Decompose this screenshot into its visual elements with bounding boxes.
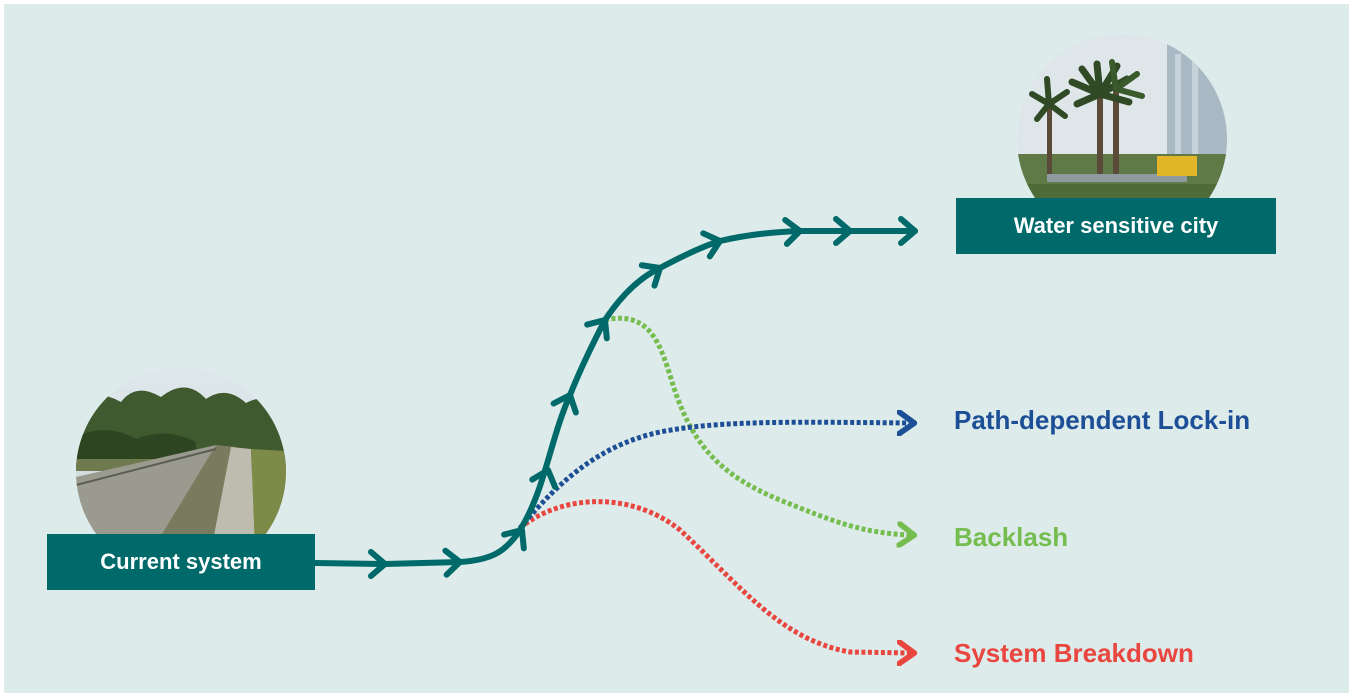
chevron-arrow-icon <box>700 230 723 260</box>
chevron-arrow-icon <box>833 216 853 246</box>
main-pathway-arrowheads <box>368 216 918 579</box>
chevron-arrow-icon <box>501 527 527 552</box>
chevron-arrow-icon <box>529 467 559 491</box>
chevron-arrow-icon <box>442 547 463 578</box>
chevron-arrow-icon <box>550 392 579 416</box>
chevron-arrow-icon <box>584 317 610 342</box>
outcome-backlash-label: Backlash <box>954 522 1069 552</box>
outcome-lockin-label: Path-dependent Lock-in <box>954 405 1251 435</box>
chevron-arrow-icon <box>898 216 918 246</box>
water-sensitive-city-label: Water sensitive city <box>1013 213 1219 238</box>
current-system-label: Current system <box>100 549 262 574</box>
chevron-arrow-icon <box>638 262 663 289</box>
water-sensitive-city-box: Water sensitive city <box>956 198 1276 254</box>
breakdown-path <box>518 499 910 653</box>
chevron-arrow-icon <box>368 549 388 579</box>
outcome-breakdown-label: System Breakdown <box>954 638 1194 668</box>
chevron-arrow-icon <box>782 217 803 247</box>
current-system-box: Current system <box>47 534 315 590</box>
main-pathway <box>312 228 918 567</box>
lockin-path <box>518 422 910 530</box>
backlash-path <box>604 315 910 535</box>
